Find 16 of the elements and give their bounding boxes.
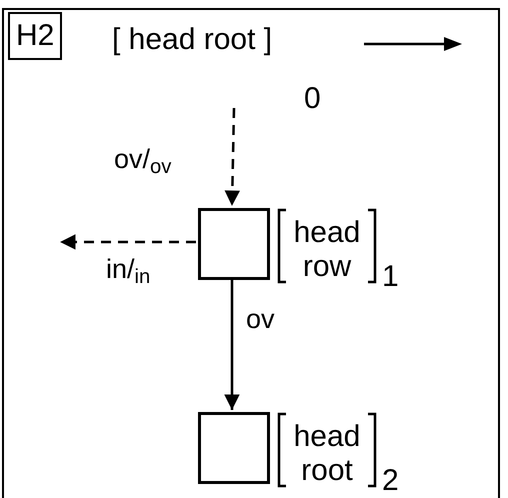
subscript-index: 1 (382, 262, 399, 292)
arrow (224, 108, 240, 206)
node-text: [ head root ] (112, 22, 274, 58)
arrow (60, 234, 196, 250)
square-box (198, 412, 270, 484)
node-annotation: head row (292, 216, 362, 284)
subscript-index: 2 (382, 466, 399, 496)
edge-label: ov (246, 306, 275, 333)
edge-label: in/$_{in}$ (106, 256, 150, 283)
arrow (224, 278, 240, 410)
frame-heading: H2 (8, 12, 62, 60)
subscript-index: 0 (304, 84, 321, 114)
square-box (198, 208, 270, 280)
frame-box (2, 8, 500, 498)
node-annotation: head root (292, 420, 362, 488)
edge-label: ov/$_{ov}$ (114, 146, 172, 173)
